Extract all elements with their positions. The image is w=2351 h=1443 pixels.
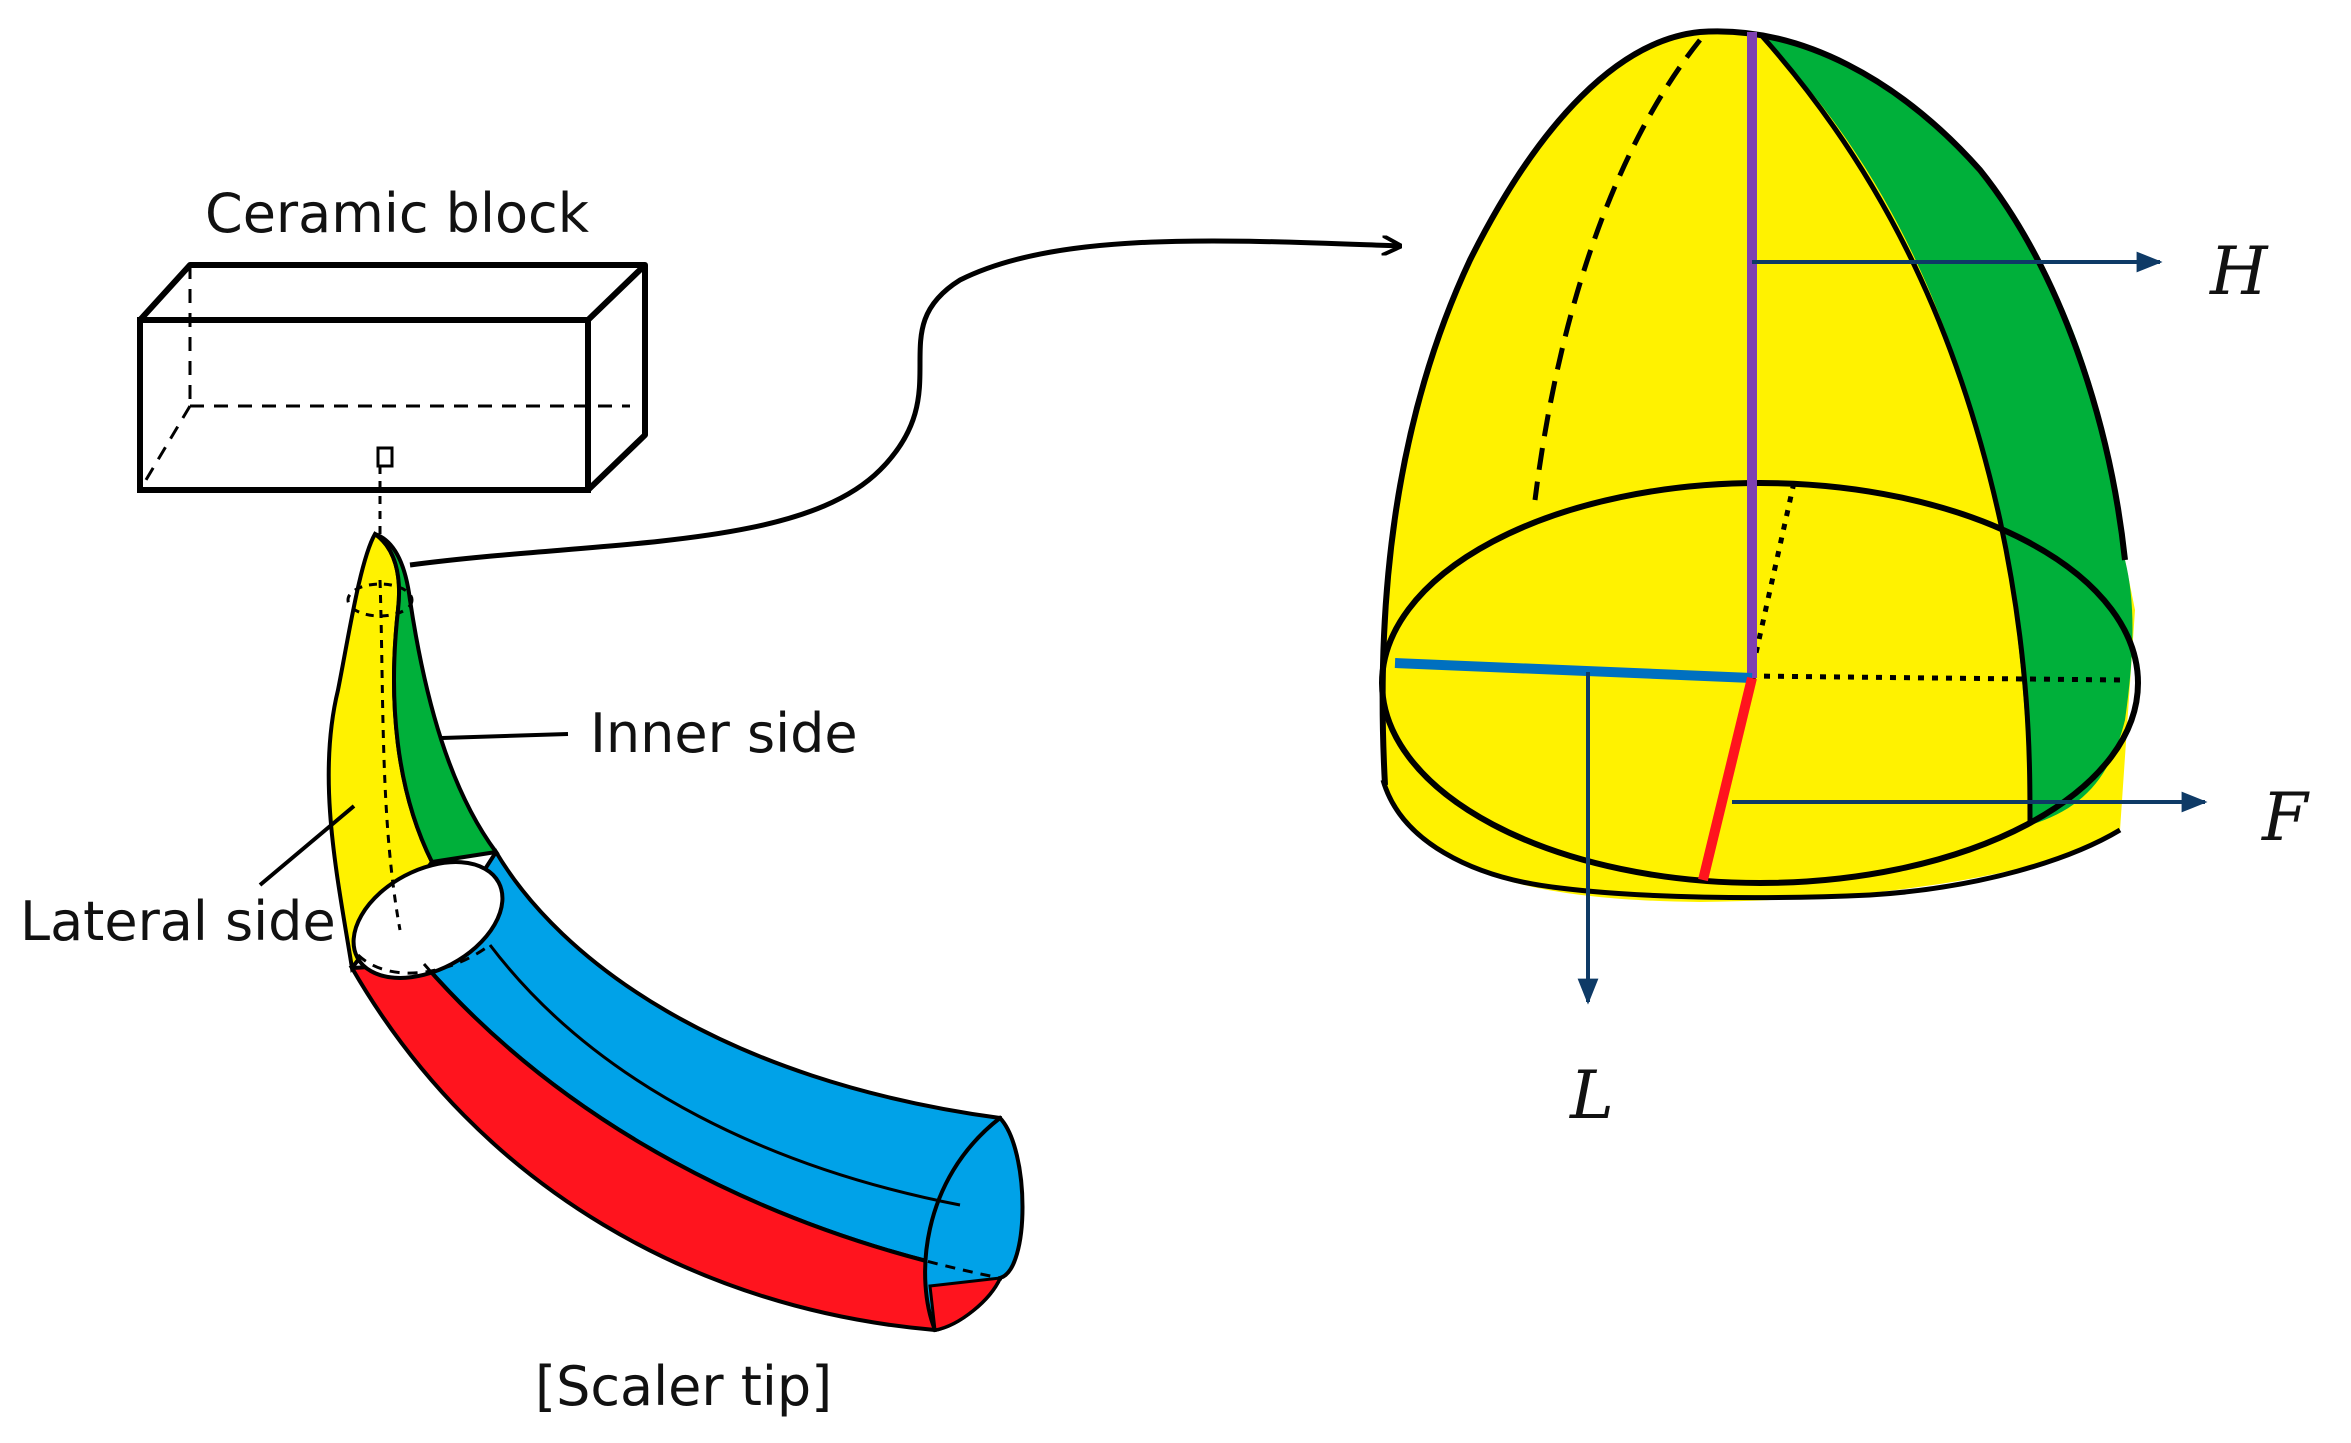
dome-hidden-right-line bbox=[1749, 673, 2121, 683]
zoom-connector-arrow bbox=[409, 241, 1400, 568]
dome-outline bbox=[1379, 28, 2128, 786]
axis-label-h: H bbox=[2209, 233, 2269, 310]
tip-end-cap-red bbox=[928, 1276, 1003, 1332]
dome-base-ellipse bbox=[1379, 480, 2141, 886]
magnified-tip-dome: H F L bbox=[1379, 28, 2310, 1134]
dome-lower-outline bbox=[1380, 779, 2122, 901]
dome-green-band bbox=[1762, 36, 2133, 825]
tip-hidden-axis bbox=[378, 579, 402, 931]
ceramic-block-right-face bbox=[585, 265, 648, 493]
ceramic-block-top-face bbox=[137, 262, 648, 323]
dome-front-meridian bbox=[1760, 34, 2033, 826]
ceramic-block-hidden-edges bbox=[138, 265, 630, 491]
dome-hidden-back-line bbox=[1747, 477, 1798, 681]
tip-blue-seam bbox=[488, 944, 961, 1207]
inner-side-leader bbox=[441, 732, 569, 740]
lateral-side-leader bbox=[258, 804, 356, 887]
tip-red-seam bbox=[422, 963, 1001, 1280]
ceramic-block-front-face bbox=[137, 317, 591, 493]
ceramic-block-label: Ceramic block bbox=[205, 182, 590, 245]
contact-point-marker bbox=[376, 446, 394, 468]
scaler-tip: Inner side Lateral side [Scaler tip] bbox=[20, 531, 1025, 1418]
dome-hidden-meridian bbox=[1532, 38, 1702, 501]
tip-inner-side-green bbox=[373, 532, 500, 865]
ceramic-block: Ceramic block bbox=[137, 182, 648, 580]
tip-apex-hidden-ellipse bbox=[346, 582, 414, 618]
axis-label-f: F bbox=[2261, 779, 2310, 856]
scaler-tip-label: [Scaler tip] bbox=[535, 1355, 832, 1418]
axis-label-l: L bbox=[1569, 1057, 1614, 1134]
inner-side-label: Inner side bbox=[590, 702, 858, 765]
length-axis-blue bbox=[1394, 658, 1753, 683]
lateral-side-label: Lateral side bbox=[20, 890, 336, 953]
force-axis-red bbox=[1698, 676, 1757, 882]
